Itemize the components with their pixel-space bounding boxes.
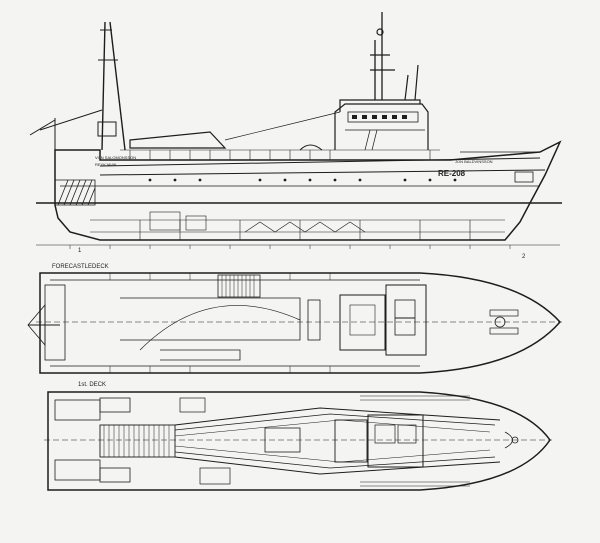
- forecastle-deck-plan: [27, 272, 562, 374]
- bulwark-rail: [120, 149, 440, 160]
- registration-number: RE-208: [438, 169, 466, 178]
- portholes: [148, 178, 457, 182]
- stay-wire: [224, 111, 341, 141]
- profile-view: [29, 12, 562, 249]
- hull-internals: [90, 211, 505, 240]
- liferaft: [299, 144, 323, 151]
- net-drum-shelter: [129, 131, 227, 149]
- aft-mast: [29, 21, 126, 151]
- hull-port-stern: REYKJAVIK: [95, 162, 117, 167]
- hull-name-stern: VON SALOMONSSON: [95, 155, 136, 160]
- deck-line: [99, 169, 546, 176]
- hull-name-bow: JON BALDVINSSON: [455, 159, 493, 164]
- frame-ticks: [69, 245, 511, 249]
- first-deck-label: 1st. DECK: [78, 382, 106, 388]
- superstructure: [334, 12, 429, 151]
- station-mark-1: 1: [78, 248, 82, 254]
- deck-line-upper: [99, 157, 541, 167]
- forecastle-deck-label: FORECASTLEDECK: [52, 264, 109, 270]
- first-deck-plan: [44, 391, 552, 491]
- stern-hatching: [54, 179, 96, 206]
- anchor-pocket: [514, 171, 534, 183]
- hull-outline: [54, 140, 562, 241]
- station-mark-2: 2: [522, 254, 526, 260]
